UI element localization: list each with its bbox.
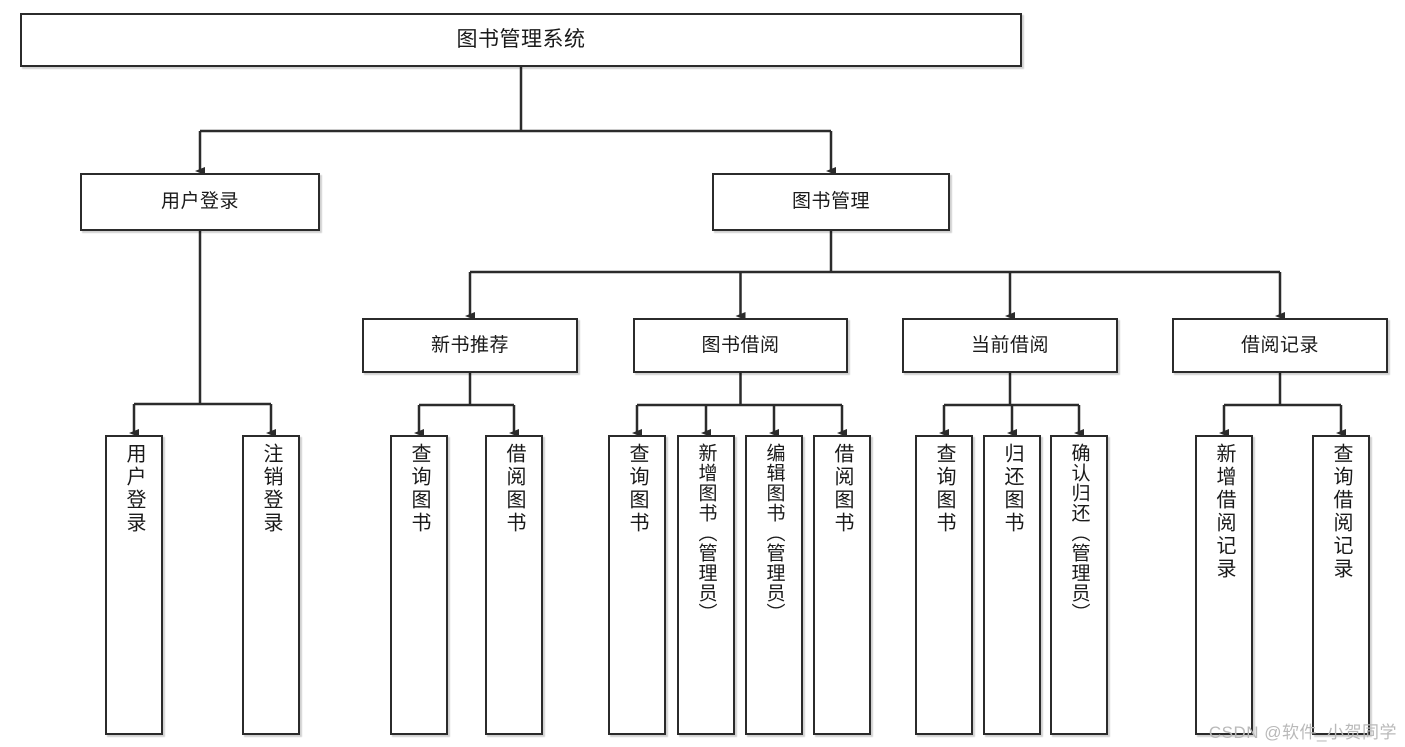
node-leaf-add-book[interactable]: 新增图书（管理员） [677,435,735,735]
node-leaf-borrow-book-2[interactable]: 借阅图书 [813,435,871,735]
node-book-manage[interactable]: 图书管理 [712,173,950,231]
node-leaf-confirm-return[interactable]: 确认归还（管理员） [1050,435,1108,735]
node-leaf-query-book-2[interactable]: 查询图书 [608,435,666,735]
node-borrow-record[interactable]: 借阅记录 [1172,318,1388,373]
node-label: 查询借阅记录 [1330,443,1352,581]
node-label: 确认归还（管理员） [1068,443,1090,623]
node-label: 图书管理系统 [456,27,586,51]
node-leaf-logout[interactable]: 注销登录 [242,435,300,735]
node-label: 当前借阅 [970,334,1049,356]
node-user-login[interactable]: 用户登录 [80,173,320,231]
node-label: 用户登录 [123,443,145,535]
node-label: 归还图书 [1001,443,1023,535]
node-root[interactable]: 图书管理系统 [20,13,1022,67]
node-new-book-rec[interactable]: 新书推荐 [362,318,578,373]
node-leaf-user-login[interactable]: 用户登录 [105,435,163,735]
node-label: 新书推荐 [430,334,509,356]
connector-lines [129,67,1346,437]
node-label: 借阅记录 [1240,334,1319,356]
watermark: CSDN @软件_小贺同学 [1208,723,1397,742]
node-label: 借阅图书 [503,443,525,535]
node-label: 编辑图书（管理员） [763,443,785,623]
node-leaf-query-record[interactable]: 查询借阅记录 [1312,435,1370,735]
node-label: 查询图书 [408,443,430,535]
node-book-borrow[interactable]: 图书借阅 [633,318,848,373]
node-label: 查询图书 [933,443,955,535]
node-label: 新增图书（管理员） [695,443,717,623]
node-label: 新增借阅记录 [1213,443,1235,581]
node-leaf-edit-book[interactable]: 编辑图书（管理员） [745,435,803,735]
node-label: 用户登录 [160,191,239,213]
node-label: 注销登录 [260,443,282,535]
node-leaf-query-book-1[interactable]: 查询图书 [390,435,448,735]
node-label: 借阅图书 [831,443,853,535]
node-label: 图书管理 [791,191,870,213]
node-current-borrow[interactable]: 当前借阅 [902,318,1118,373]
node-leaf-return-book[interactable]: 归还图书 [983,435,1041,735]
node-leaf-borrow-book-1[interactable]: 借阅图书 [485,435,543,735]
node-leaf-query-book-3[interactable]: 查询图书 [915,435,973,735]
node-label: 图书借阅 [701,334,780,356]
node-label: 查询图书 [626,443,648,535]
node-leaf-add-record[interactable]: 新增借阅记录 [1195,435,1253,735]
